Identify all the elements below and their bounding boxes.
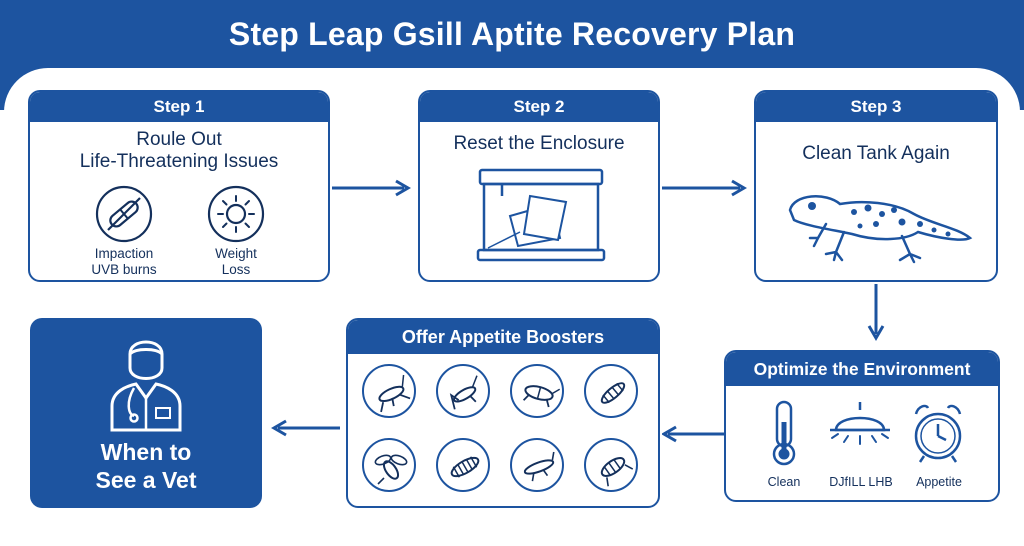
step-2-card: Step 2 Reset the Enclosure xyxy=(418,90,660,282)
impaction-label: Impaction xyxy=(94,246,154,261)
alarm-clock-icon xyxy=(914,404,962,463)
step-2-title: Reset the Enclosure xyxy=(453,133,625,154)
environment-card: Optimize the Environment Clean DJfILL LH… xyxy=(724,350,1000,502)
enclosure-icon xyxy=(476,168,606,262)
fly-icon xyxy=(362,438,416,492)
step-1-header: Step 1 xyxy=(30,92,328,122)
gecko-icon xyxy=(788,195,973,264)
arrow-step3-to-environment xyxy=(867,284,885,341)
lamp-label: DJfILL LHB xyxy=(829,475,893,489)
step-3-title: Clean Tank Again xyxy=(802,143,950,164)
roach-icon xyxy=(510,364,564,418)
step-3-card: Step 3 Clean Tank Again xyxy=(754,90,998,282)
mealworm-icon xyxy=(584,364,638,418)
heat-lamp-icon xyxy=(830,402,890,445)
vet-card: When to See a Vet xyxy=(30,318,262,508)
cricket-icon xyxy=(362,364,416,418)
loss-label: Loss xyxy=(221,262,251,277)
step-1-title-line-2: Life-Threatening Issues xyxy=(79,151,279,172)
step-1-card: Step 1 Roule Out Life-Threatening Issues… xyxy=(28,90,330,282)
boosters-card: Offer Appetite Boosters xyxy=(346,318,660,508)
vet-title-line-1: When to xyxy=(100,439,192,465)
impaction-icon xyxy=(95,185,153,243)
vet-title: When to See a Vet xyxy=(30,438,262,494)
appetite-label: Appetite xyxy=(916,475,962,489)
step-1-title-line-1: Roule Out xyxy=(136,129,222,150)
uvb-burns-label: UVB burns xyxy=(91,262,157,277)
arrow-boosters-to-vet xyxy=(271,419,340,437)
beetle-larva-icon xyxy=(584,438,638,492)
arrow-step2-to-step3 xyxy=(662,179,747,197)
thermometer-icon xyxy=(772,400,796,466)
grasshopper-icon xyxy=(436,364,490,418)
boosters-header: Offer Appetite Boosters xyxy=(348,320,658,354)
weight-label: Weight xyxy=(215,246,257,261)
vet-title-line-2: See a Vet xyxy=(95,467,197,493)
page-title: Step Leap Gsill Aptite Recovery Plan xyxy=(228,16,796,52)
sun-icon xyxy=(207,185,265,243)
veterinarian-icon xyxy=(110,340,182,432)
environment-header: Optimize the Environment xyxy=(726,352,998,386)
arrow-step1-to-step2 xyxy=(332,179,411,197)
hornworm-icon xyxy=(510,438,564,492)
step-2-header: Step 2 xyxy=(420,92,658,122)
clean-label: Clean xyxy=(767,475,801,489)
step-3-header: Step 3 xyxy=(756,92,996,122)
arrow-environment-to-boosters xyxy=(662,425,724,443)
silkworm-icon xyxy=(436,438,490,492)
